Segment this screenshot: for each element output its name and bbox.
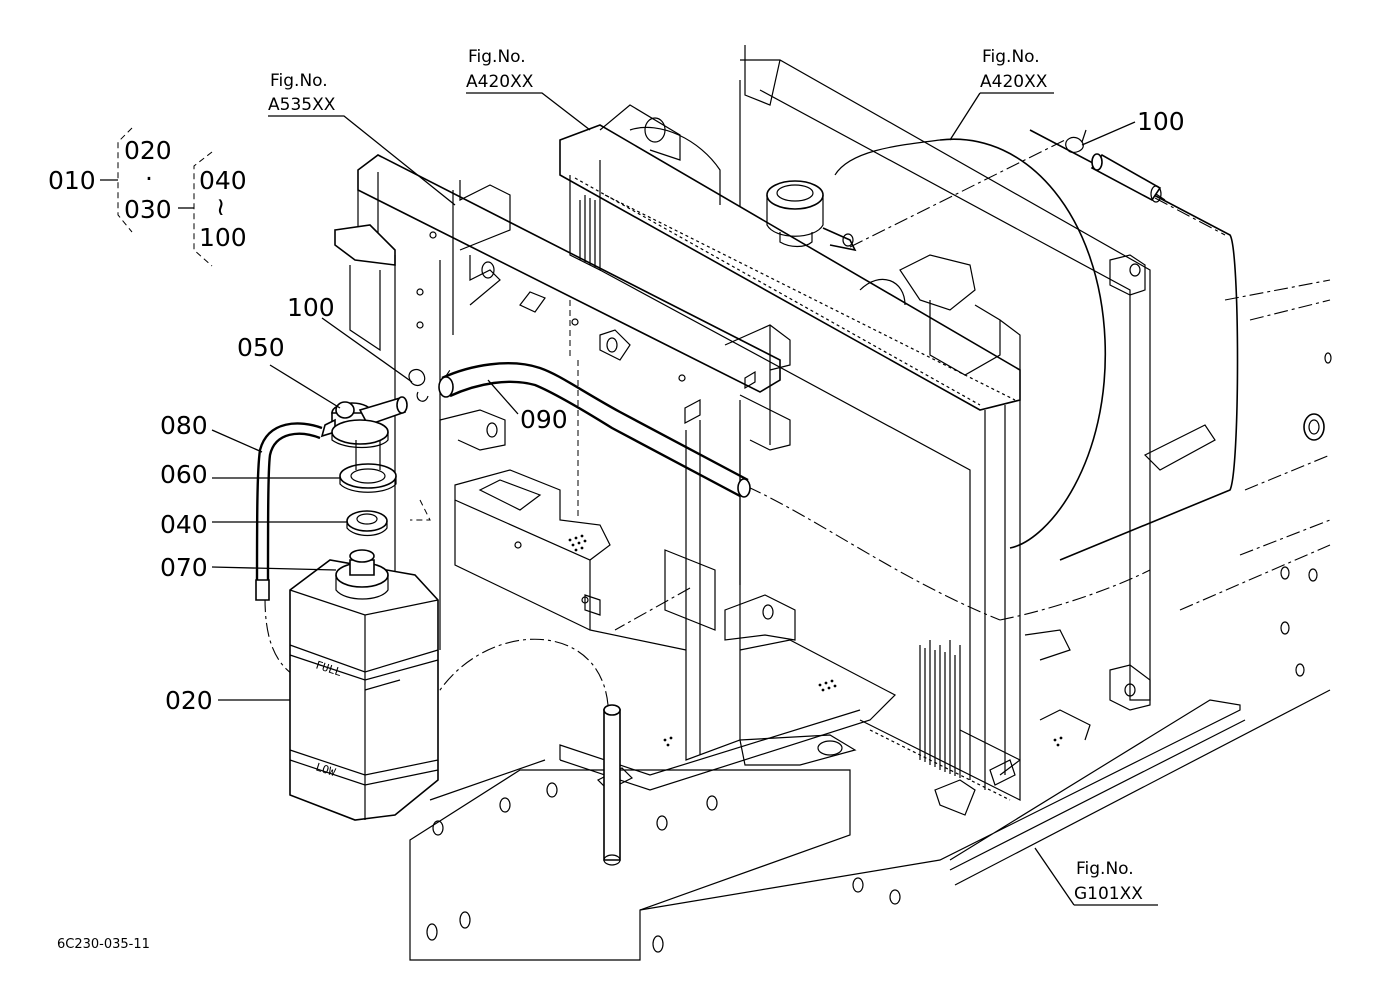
hole-patterns [568, 534, 1063, 747]
fig-ref-g101-line2: G101XX [1074, 884, 1143, 904]
hose-090 [438, 362, 751, 498]
radiator-cap [766, 180, 824, 248]
group-range-tilde: ≀ [216, 192, 225, 221]
callout-020: 020 [165, 686, 213, 715]
figure-references: Fig.No. A535XX Fig.No. A420XX Fig.No. A4… [268, 47, 1143, 904]
fig-ref-a420-right-line2: A420XX [980, 72, 1048, 92]
support-frame [334, 154, 796, 761]
callout-070: 070 [160, 553, 208, 582]
callout-060: 060 [160, 460, 208, 489]
hose-080 [255, 422, 323, 601]
tank-low-mark: LOW [314, 760, 337, 779]
reserve-tank-020: FULL LOW [289, 559, 439, 821]
callout-040: 040 [160, 510, 208, 539]
callout-080: 080 [160, 411, 208, 440]
document-code: 6C230-035-11 [57, 937, 150, 952]
callout-050: 050 [237, 333, 285, 362]
radiator-fins [574, 177, 1016, 801]
group-dot: · [145, 164, 153, 193]
fig-ref-g101-line1: Fig.No. [1076, 859, 1134, 879]
group-main-010: 010 [48, 166, 96, 195]
cap-050 [320, 396, 408, 449]
callout-100-left: 100 [287, 293, 335, 322]
group-sub-020: 020 [124, 136, 172, 165]
group-range-100: 100 [199, 223, 247, 252]
packing-060 [339, 440, 397, 493]
clip-100-top [1065, 129, 1087, 154]
fig-ref-a535-line2: A535XX [268, 95, 336, 115]
filler-070 [335, 549, 389, 600]
tube-piece [1090, 153, 1162, 203]
group-range-040: 040 [199, 166, 247, 195]
radiator [559, 45, 1239, 816]
nipple-040 [346, 510, 388, 537]
leader-lines [100, 92, 1158, 906]
callout-100-top: 100 [1137, 107, 1185, 136]
callout-090: 090 [520, 405, 568, 434]
drain-pipe [603, 704, 621, 866]
fig-ref-a535-line1: Fig.No. [270, 71, 328, 91]
chassis-holes [426, 352, 1332, 953]
part-group-index: 010 020 · 030 040 ≀ 100 [48, 136, 247, 252]
fig-ref-a420-left-line2: A420XX [466, 72, 534, 92]
fig-ref-a420-right-line1: Fig.No. [982, 47, 1040, 67]
fig-ref-a420-left-line1: Fig.No. [468, 47, 526, 67]
tractor-frame [409, 279, 1332, 961]
group-sub-030: 030 [124, 195, 172, 224]
clip-100-left [408, 368, 429, 402]
part-callouts: 100 100 050 080 090 060 040 070 020 [160, 107, 1185, 715]
